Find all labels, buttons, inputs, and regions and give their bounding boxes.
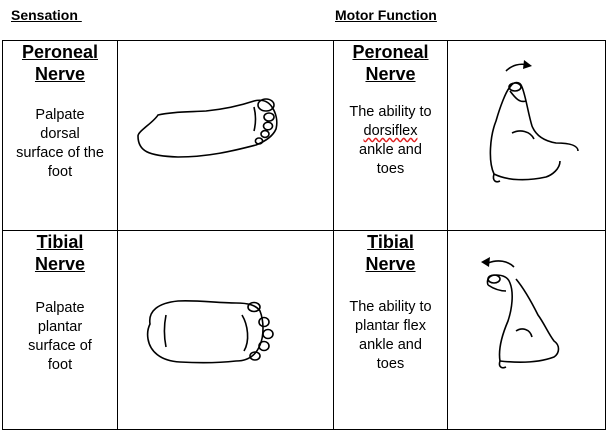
motor-description: The ability to plantar flex ankle and to… [349,299,432,372]
foot-dorsiflexion-icon [489,60,579,183]
foot-plantar-flexion-icon [481,257,560,369]
sensation-description: Palpate dorsal surface of the foot [16,107,104,180]
foot-top-view-icon [137,98,278,158]
sensation-heading: Sensation [11,7,82,23]
foot-sole-view-icon [146,299,274,364]
foot-image-cell [117,40,334,231]
foot-image-cell [447,40,606,231]
spellcheck-underline-word: dorsiflex [363,123,418,139]
motor-description: The ability to dorsiflex ankle and toes [349,104,432,177]
foot-image-cell [447,230,606,430]
sensation-description: Palpate plantar surface of foot [28,300,92,373]
motor-function-heading: Motor Function [335,7,437,23]
foot-image-cell [117,230,334,430]
